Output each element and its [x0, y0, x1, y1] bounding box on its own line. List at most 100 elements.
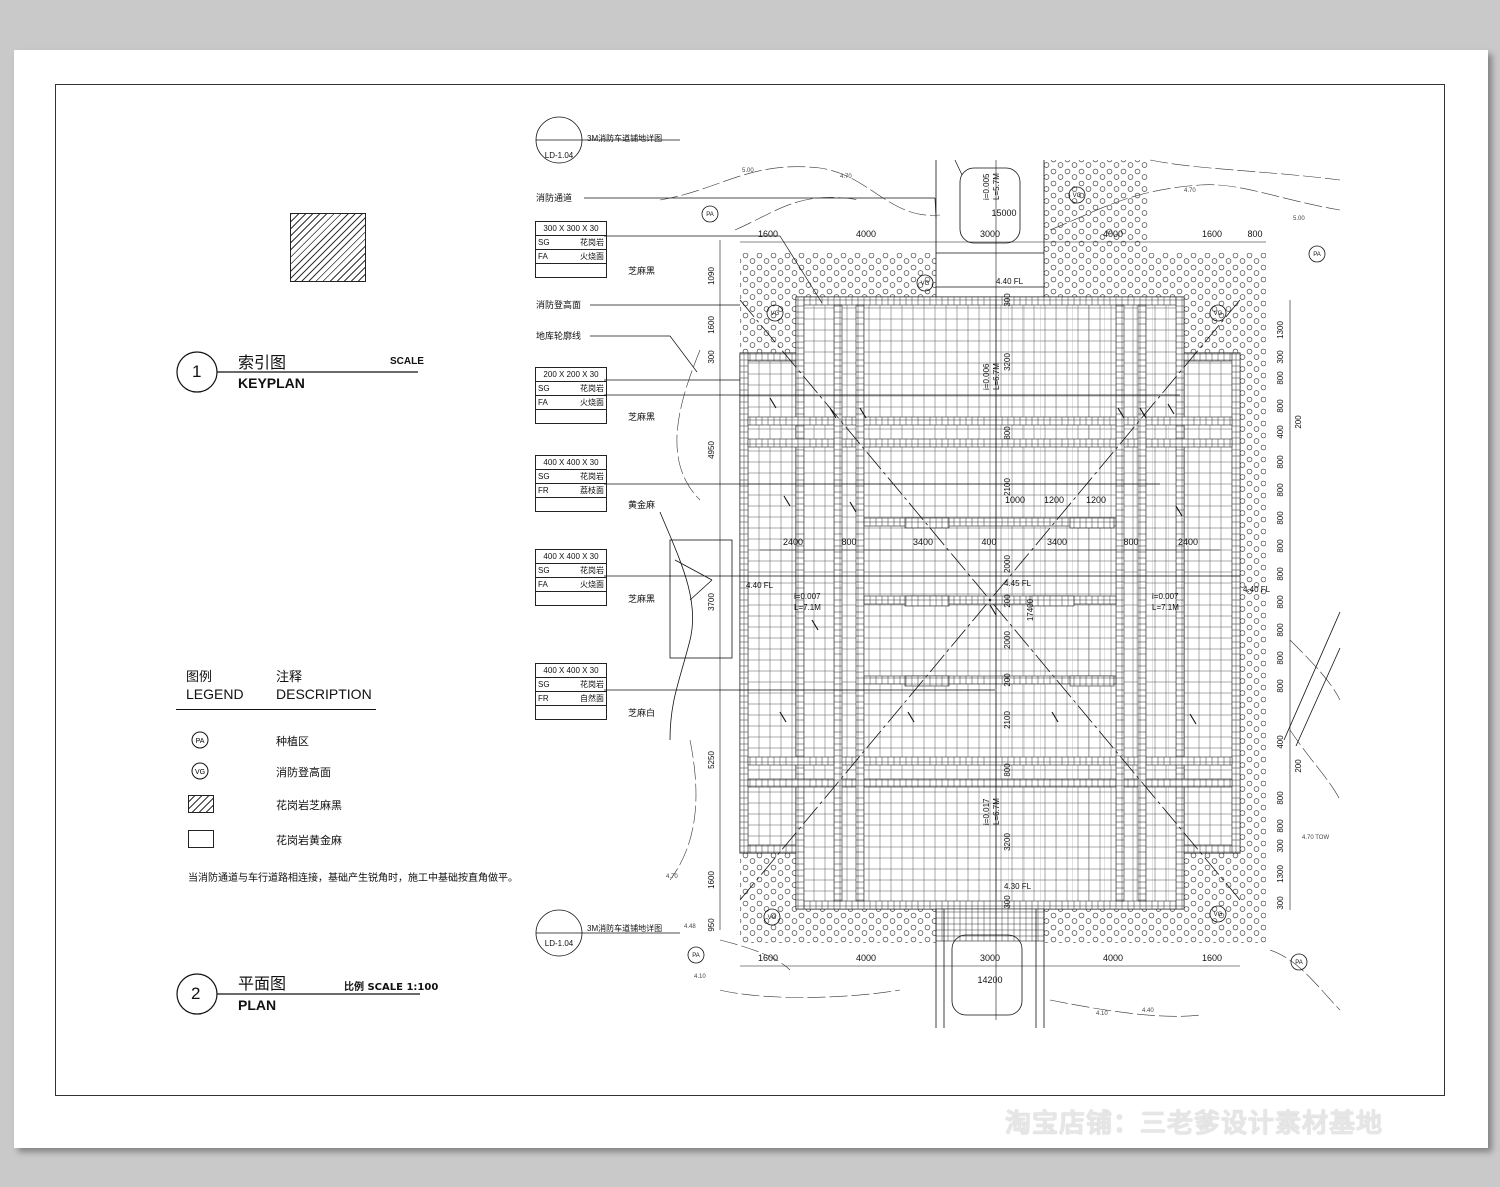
- legend-pa-symbol: PA: [191, 731, 209, 749]
- material-name-2: 芝麻黑: [628, 413, 656, 423]
- svg-text:i=0.006: i=0.006: [982, 363, 991, 390]
- svg-text:3000: 3000: [980, 229, 1000, 239]
- svg-text:2100: 2100: [1003, 478, 1012, 496]
- svg-text:LD-1.04: LD-1.04: [545, 939, 574, 948]
- svg-text:2400: 2400: [783, 537, 803, 547]
- svg-text:200: 200: [1294, 759, 1303, 773]
- keyplan-title-block: [176, 351, 418, 393]
- svg-text:400: 400: [1276, 735, 1285, 749]
- dim-texts-right: 1300 300 800 800 400 800 800 800 800 800…: [1276, 321, 1303, 910]
- legend-vg-label: VG: [195, 769, 205, 776]
- legend-header-cn: 图例: [186, 670, 213, 685]
- svg-text:950: 950: [707, 918, 716, 932]
- legend-item-black-granite: 花岗岩芝麻黑: [276, 799, 342, 812]
- keyplan-number: 1: [192, 362, 202, 381]
- svg-text:4000: 4000: [856, 953, 876, 963]
- svg-text:800: 800: [1276, 483, 1285, 497]
- svg-text:4.30 FL: 4.30 FL: [1004, 882, 1032, 891]
- svg-text:800: 800: [1247, 229, 1262, 239]
- right-path: [1283, 611, 1341, 747]
- material-name-1: 芝麻黑: [628, 267, 656, 277]
- drawing-frame: [55, 84, 1445, 1096]
- svg-text:800: 800: [1123, 537, 1138, 547]
- watermark: 淘宝店铺：三老爹设计素材基地: [1005, 1109, 1384, 1139]
- keyplan-title-cn: 索引图: [238, 353, 287, 372]
- svg-text:i=0.017: i=0.017: [982, 798, 991, 825]
- svg-text:800: 800: [1276, 791, 1285, 805]
- svg-text:17400: 17400: [1026, 598, 1035, 621]
- svg-text:2400: 2400: [1178, 537, 1198, 547]
- svg-text:300: 300: [1276, 839, 1285, 853]
- svg-text:L=7.1M: L=7.1M: [794, 603, 821, 612]
- gravel-areas: [740, 160, 1266, 943]
- svg-text:200: 200: [1294, 415, 1303, 429]
- svg-text:300: 300: [1003, 895, 1012, 909]
- svg-text:4.40 FL: 4.40 FL: [996, 277, 1024, 286]
- svg-text:5.00: 5.00: [742, 168, 754, 174]
- diagonals: [739, 299, 1241, 901]
- svg-text:800: 800: [1276, 819, 1285, 833]
- svg-text:4.10: 4.10: [694, 974, 706, 980]
- svg-text:i=0.005: i=0.005: [982, 173, 991, 200]
- svg-text:1200: 1200: [1086, 495, 1106, 505]
- svg-text:VG: VG: [921, 281, 930, 287]
- svg-text:3000: 3000: [980, 953, 1000, 963]
- svg-text:1300: 1300: [1276, 865, 1285, 883]
- svg-text:800: 800: [1276, 595, 1285, 609]
- svg-text:L=6.7M: L=6.7M: [992, 363, 1001, 390]
- svg-text:800: 800: [1276, 511, 1285, 525]
- leader-lines: [584, 159, 1240, 691]
- plan-title-en: PLAN: [238, 997, 277, 1013]
- svg-text:800: 800: [841, 537, 856, 547]
- svg-text:PA: PA: [1313, 252, 1321, 258]
- legend-desc-cn: 注释: [276, 670, 303, 685]
- tile-ticks: [769, 397, 1197, 725]
- legend-yellow-granite-swatch: [188, 830, 214, 848]
- svg-text:15000: 15000: [991, 208, 1016, 218]
- border-bands: [739, 296, 1241, 942]
- svg-text:1600: 1600: [1202, 229, 1222, 239]
- level-texts: 4.40 FL 4.45 FL 4.30 FL 4.40 FL 4.40 FL …: [746, 173, 1271, 891]
- svg-text:2100: 2100: [1003, 711, 1012, 729]
- detail-refs: LD-1.04 3M消防车道铺地详图 LD-1.04 3M消防车道铺地详图: [545, 133, 662, 948]
- svg-text:4.70: 4.70: [666, 874, 678, 880]
- plan-title-block: [176, 973, 420, 1015]
- legend-vg-symbol: VG: [191, 762, 209, 780]
- svg-text:3400: 3400: [913, 537, 933, 547]
- svg-text:3700: 3700: [707, 593, 716, 611]
- dimension-lines: [719, 240, 1291, 967]
- svg-text:PA: PA: [692, 953, 700, 959]
- contours: [659, 159, 1341, 1017]
- left-path: [659, 511, 733, 741]
- material-name-3: 黄金麻: [628, 501, 656, 511]
- svg-text:800: 800: [1276, 399, 1285, 413]
- svg-text:LD-1.04: LD-1.04: [545, 151, 574, 160]
- svg-text:L=6.7M: L=6.7M: [992, 798, 1001, 825]
- svg-text:4000: 4000: [1103, 229, 1123, 239]
- svg-text:L=7.1M: L=7.1M: [1152, 603, 1179, 612]
- svg-text:3200: 3200: [1003, 833, 1012, 851]
- svg-text:4.48: 4.48: [684, 924, 696, 930]
- keyplan-hatch: [290, 213, 366, 282]
- plan-scale: 比例 SCALE 1:100: [344, 982, 439, 993]
- svg-text:1300: 1300: [1276, 321, 1285, 339]
- svg-text:1600: 1600: [758, 953, 778, 963]
- svg-text:VG: VG: [768, 915, 777, 921]
- svg-text:800: 800: [1276, 679, 1285, 693]
- svg-text:2000: 2000: [1003, 555, 1012, 573]
- contour-labels: 5.00 4.70 4.70 5.00 4.70 4.48 4.10 4.10 …: [666, 168, 1329, 1017]
- svg-text:L=5.7M: L=5.7M: [992, 173, 1001, 200]
- svg-text:300: 300: [1276, 350, 1285, 364]
- legend-note: 当消防通道与车行道路相连接，基础产生锐角时，施工中基础按直角做平。: [188, 873, 518, 884]
- legend-black-granite-swatch: [188, 795, 214, 813]
- svg-text:VG: VG: [1214, 912, 1223, 918]
- svg-text:200: 200: [1003, 594, 1012, 608]
- plan-title-cn: 平面图: [238, 974, 287, 993]
- svg-text:4000: 4000: [1103, 953, 1123, 963]
- svg-text:4.40 FL: 4.40 FL: [1243, 585, 1271, 594]
